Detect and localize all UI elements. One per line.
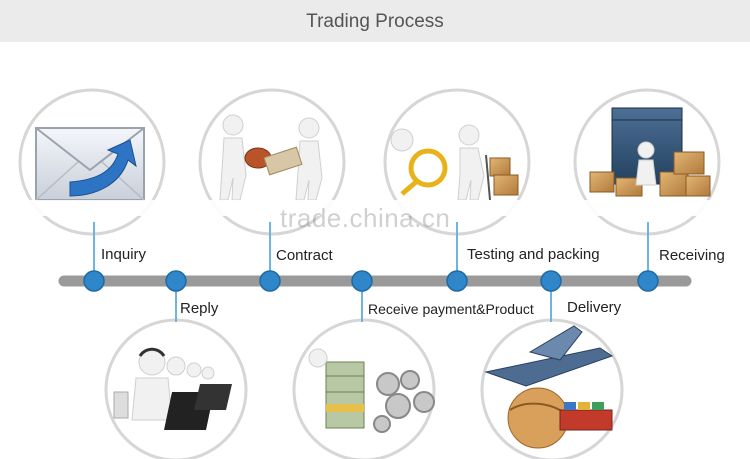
envelope-arrow-icon (35, 127, 145, 201)
step-image-testing (383, 88, 531, 236)
handshake-contract-icon (219, 114, 323, 201)
watermark: trade.china.cn (280, 203, 451, 233)
step-label-receiving: Receiving (659, 247, 725, 264)
magnifier-boxes-icon (390, 124, 519, 201)
container-boxes-icon (589, 107, 711, 197)
call-center-icon (113, 347, 232, 430)
step-label-contract: Contract (276, 247, 333, 264)
node-payment (351, 270, 373, 292)
step-label-delivery: Delivery (567, 299, 622, 316)
header-bar: Trading Process (0, 0, 750, 42)
money-gears-icon (308, 348, 435, 433)
node-testing (446, 270, 468, 292)
node-contract (259, 270, 281, 292)
step-image-reply (104, 318, 248, 459)
node-inquiry (83, 270, 105, 292)
step-image-contract (198, 88, 346, 236)
step-image-inquiry (18, 88, 166, 236)
step-label-testing: Testing and packing (467, 246, 600, 263)
node-delivery (540, 270, 562, 292)
page-title: Trading Process (306, 11, 444, 32)
step-label-inquiry: Inquiry (101, 246, 147, 263)
airplane-ship-globe-icon (484, 325, 614, 449)
step-label-reply: Reply (180, 300, 219, 317)
step-label-payment: Receive payment&Product (368, 301, 534, 317)
node-reply (165, 270, 187, 292)
step-image-delivery (480, 318, 624, 459)
node-receiving (637, 270, 659, 292)
step-image-payment (292, 318, 436, 459)
